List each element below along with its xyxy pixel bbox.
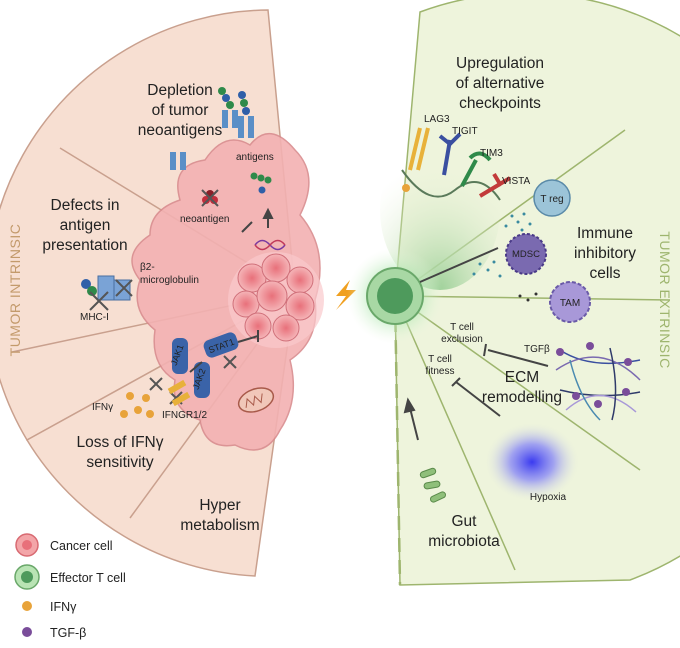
- hypoxia-label: Hypoxia: [530, 492, 567, 503]
- divider: [394, 295, 641, 471]
- upregulation-title-line1: Upregulation: [456, 55, 544, 72]
- treg-label: T reg: [540, 194, 563, 205]
- ifng-label: IFNγ: [92, 402, 113, 413]
- tumor-extrinsic-label: TUMOR EXTRINSIC: [657, 231, 673, 368]
- jak2-icon: JAK2: [191, 362, 210, 398]
- cytokine-dots-icon: [472, 212, 538, 302]
- legend-item-ifng: IFNγ: [22, 600, 77, 614]
- tgfb-dots-icon: [556, 342, 632, 408]
- mdsc-cell-icon: MDSC: [505, 233, 547, 275]
- checkpoint-label-tigit: TIGIT: [452, 126, 478, 137]
- inhibition-line: [419, 247, 499, 283]
- upregulation-title-line3: checkpoints: [459, 95, 541, 112]
- tigit-icon: [438, 132, 462, 176]
- immune-title-line3: cells: [589, 265, 620, 282]
- inhibition-arrow-icon: [451, 343, 549, 417]
- bacteria-icon: [419, 467, 447, 503]
- jak1-icon: JAK1: [169, 338, 188, 374]
- antigen-receptor-icon: [170, 152, 186, 170]
- tumor-intrinsic-label: TUMOR INTRINSIC: [7, 224, 23, 357]
- tam-label: TAM: [560, 298, 580, 309]
- upregulation-title-line2: of alternative: [456, 75, 545, 92]
- antigens-label: antigens: [236, 152, 274, 163]
- neoantigen-label: neoantigen: [180, 214, 230, 225]
- b2m-label-line1: β2-: [140, 262, 155, 273]
- ifng-dot-icon: [22, 601, 32, 611]
- legend-label: Cancer cell: [50, 539, 113, 553]
- depletion-title-line2: of tumor: [152, 102, 209, 119]
- stat1-icon: STAT1: [203, 332, 239, 358]
- b2m-label-line2: microglobulin: [140, 275, 199, 286]
- t-cell-fitness-line1: T cell: [428, 354, 452, 365]
- lightning-icon: [336, 280, 356, 310]
- cross-icon: [89, 279, 133, 311]
- ecm-title-line2: remodelling: [482, 389, 562, 406]
- loss-ifng-title-line1: Loss of IFNγ: [77, 434, 164, 451]
- checkpoint-label-tim3: TIM3: [480, 148, 503, 159]
- ifngr-label: IFNGR1/2: [162, 410, 207, 421]
- immune-title-line2: inhibitory: [574, 245, 636, 262]
- ecm-title-line1: ECM: [505, 369, 539, 386]
- hyper-title-line1: Hyper: [199, 497, 240, 514]
- tim3-icon: [460, 151, 492, 187]
- antigen-receptor-icon: [218, 87, 238, 128]
- gut-title-line1: Gut: [452, 513, 478, 530]
- defects-title-line3: presentation: [42, 237, 127, 254]
- gut-title-line2: microbiota: [428, 533, 500, 550]
- hyper-title-line2: metabolism: [180, 517, 259, 534]
- divider: [394, 295, 516, 571]
- cross-icon: [201, 189, 219, 207]
- antigen-receptor-icon: [238, 91, 254, 138]
- defects-title-line2: antigen: [60, 217, 111, 234]
- checkpoint-label-vista: VISTA: [502, 176, 530, 187]
- t-cell-exclusion-line1: T cell: [450, 322, 474, 333]
- tumor-mass: [228, 252, 324, 348]
- dna-icon: [254, 239, 286, 251]
- arrow-icon: [403, 397, 419, 441]
- defects-title-line1: Defects in: [51, 197, 120, 214]
- legend-item-effector-t-cell: Effector T cell: [14, 564, 126, 590]
- t-cell-membrane: [401, 169, 501, 201]
- gut-boundary-dashed: [393, 295, 402, 586]
- legend: Cancer cell Effector T cell IFNγ TGF-β: [14, 533, 126, 640]
- legend-label: TGF-β: [50, 626, 86, 640]
- t-cell-exclusion-line2: exclusion: [441, 334, 483, 345]
- legend-label: IFNγ: [50, 600, 77, 614]
- treg-cell-icon: T reg: [533, 179, 571, 217]
- legend-item-tgfb: TGF-β: [22, 626, 86, 640]
- antigen-beads-icon: [250, 172, 272, 194]
- immune-title-line1: Immune: [577, 225, 633, 242]
- legend-label: Effector T cell: [50, 571, 126, 585]
- t-cell-nucleus: [377, 278, 413, 314]
- ifngr-receptor-icon: [167, 379, 191, 407]
- mdsc-label: MDSC: [512, 249, 540, 260]
- tam-cell-icon: TAM: [549, 281, 591, 323]
- mitochondria-icon: [237, 387, 275, 413]
- ifng-dots-icon: [120, 392, 154, 418]
- hypoxia-gradient: [484, 422, 580, 502]
- depletion-title-line1: Depletion: [147, 82, 213, 99]
- loss-ifng-title-line2: sensitivity: [86, 454, 153, 471]
- depletion-title-line3: neoantigens: [138, 122, 223, 139]
- t-cell-fitness-line2: fitness: [426, 366, 455, 377]
- lag3-icon: [408, 127, 430, 171]
- vista-icon: [478, 172, 512, 198]
- tgfb-dot-icon: [22, 627, 32, 637]
- mhc-i-label: MHC-I: [80, 312, 109, 323]
- arrow-icon: [241, 207, 274, 233]
- legend-item-cancer-cell: Cancer cell: [15, 533, 113, 557]
- arrow-icon: [189, 330, 259, 373]
- checkpoint-label-lag3: LAG3: [424, 114, 450, 125]
- tgfb-label: TGFβ: [524, 344, 550, 355]
- ifng-dot-icon: [402, 184, 410, 192]
